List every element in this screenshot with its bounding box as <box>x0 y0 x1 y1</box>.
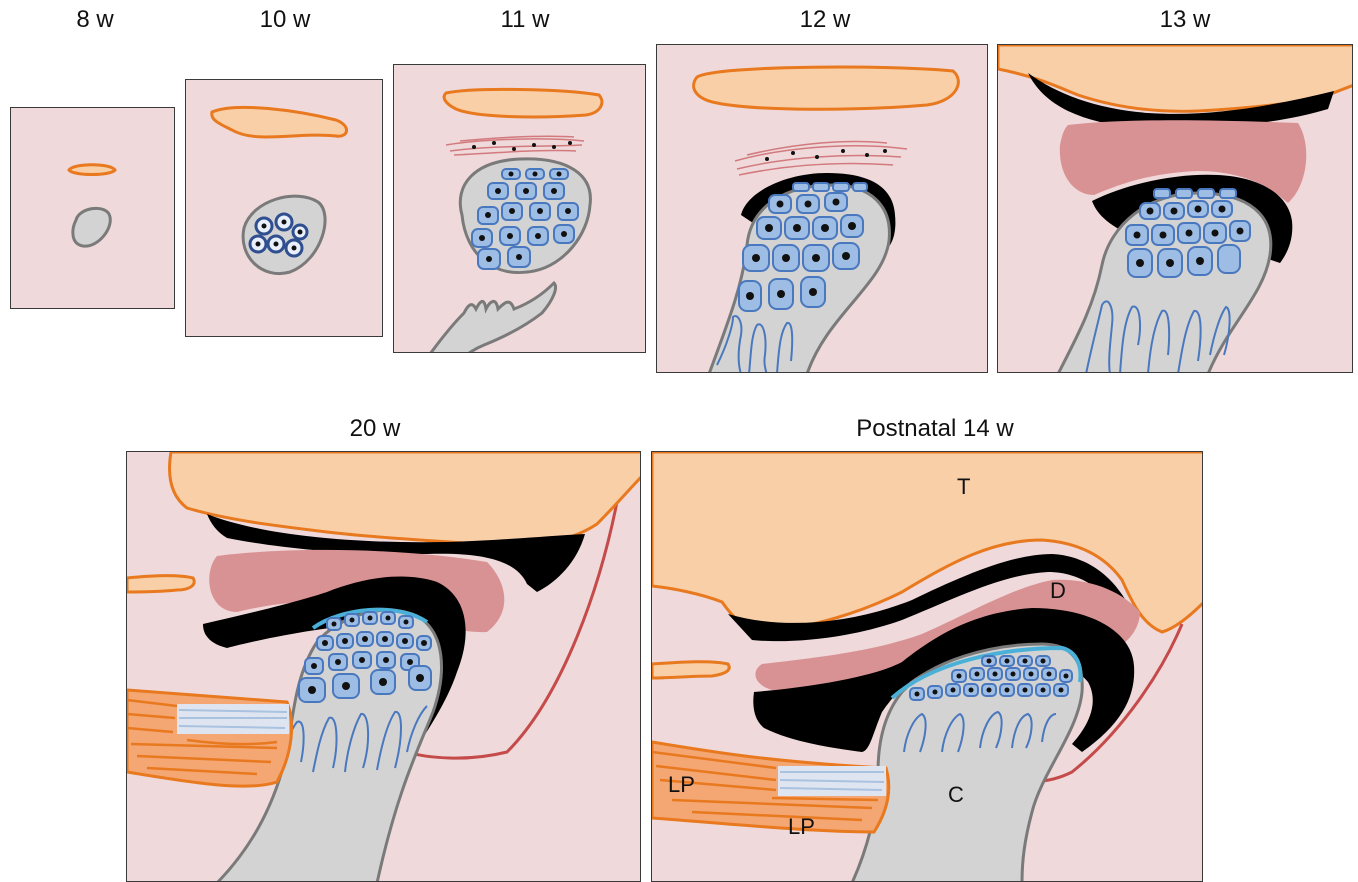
mesenchyme <box>735 142 907 176</box>
label-temporal: T <box>957 476 970 498</box>
label-condyle: C <box>948 784 964 806</box>
panel-20w-drawing <box>127 452 641 882</box>
panel-12w <box>656 44 988 373</box>
panel-13w <box>997 44 1353 373</box>
stage-label-11w: 11 w <box>485 8 565 32</box>
mesenchyme <box>446 136 584 155</box>
label-disc: D <box>1050 580 1066 602</box>
panel-11w-drawing <box>394 65 646 353</box>
condyle-shape <box>73 208 110 246</box>
panel-8w <box>10 107 175 309</box>
stage-label-8w: 8 w <box>55 8 135 32</box>
stage-label-13w: 13 w <box>1145 8 1225 32</box>
panel-postnatal-14w: T D C LP LP <box>651 451 1203 882</box>
panel-12w-drawing <box>657 45 988 373</box>
temporal-bone-shape <box>69 165 115 175</box>
panel-8w-drawing <box>11 108 175 309</box>
temporal-bone-shape <box>212 107 347 137</box>
stage-label-10w: 10 w <box>245 8 325 32</box>
stage-label-20w: 20 w <box>335 417 415 441</box>
panel-10w-drawing <box>186 80 383 337</box>
panel-20w <box>126 451 641 882</box>
label-lateral-pterygoid-1: LP <box>668 774 695 796</box>
lateral-pterygoid-muscle <box>127 690 292 786</box>
panel-13w-drawing <box>998 45 1353 373</box>
panel-postnatal-14w-drawing <box>652 452 1203 882</box>
temporal-bone-shape <box>694 67 959 109</box>
condyle-shape <box>709 185 889 373</box>
panel-10w <box>185 79 383 337</box>
auditory-tube <box>127 576 194 592</box>
label-lateral-pterygoid-2: LP <box>788 816 815 838</box>
auditory-tube <box>652 662 729 678</box>
mandible-ramus <box>430 283 556 353</box>
condyle-shape <box>243 196 325 273</box>
temporal-bone-shape <box>444 89 602 117</box>
panel-11w <box>393 64 646 353</box>
stage-label-postnatal-14w: Postnatal 14 w <box>830 417 1040 441</box>
stage-label-12w: 12 w <box>785 8 865 32</box>
